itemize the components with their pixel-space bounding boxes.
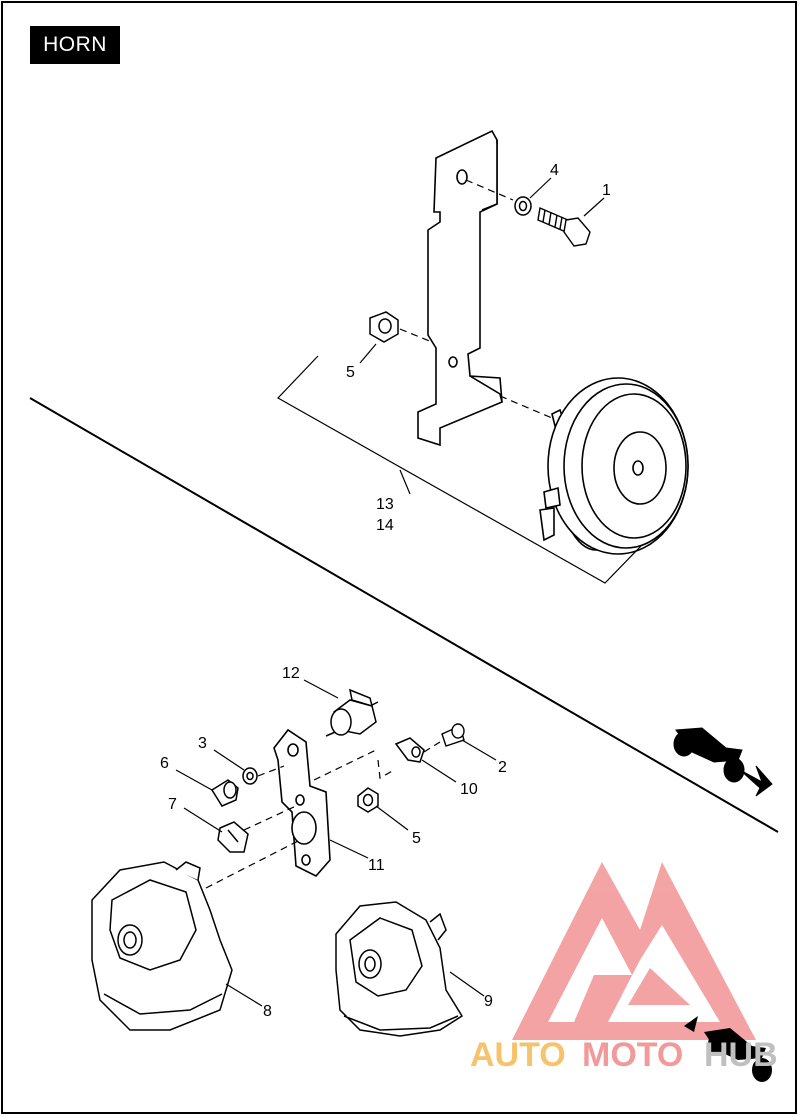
horn-bracket-11	[273, 728, 331, 877]
install-lines-lower	[205, 741, 441, 889]
callout-4: 4	[550, 162, 559, 179]
callout-9: 9	[484, 993, 493, 1010]
leader-lines	[175, 177, 605, 1007]
bolt-1	[537, 207, 591, 247]
washer-4	[514, 196, 532, 216]
assembly-outline	[277, 355, 643, 584]
acorn-nut-6	[210, 779, 239, 807]
callout-10: 10	[460, 781, 478, 798]
callout-13: 13	[376, 496, 394, 513]
horn-9	[335, 901, 464, 1037]
nut-5-upper	[369, 311, 399, 343]
watermark-text-auto: AUTO	[470, 1036, 566, 1074]
front-direction-icon	[673, 727, 773, 797]
watermark-text: AUTO MOTO HUB	[470, 1036, 778, 1074]
screw-2	[441, 723, 465, 747]
section-divider	[29, 397, 779, 833]
watermark-motorcycle-icon	[684, 1016, 772, 1082]
isolator-12	[325, 688, 379, 737]
callout-5-upper: 5	[346, 364, 355, 381]
install-lines-upper	[399, 179, 553, 419]
callout-2: 2	[498, 759, 507, 776]
clip-10	[394, 737, 425, 763]
horn-bracket-upper	[417, 129, 503, 447]
callout-1: 1	[602, 182, 611, 199]
callout-3: 3	[198, 735, 207, 752]
watermark-text-hub: HUB	[704, 1036, 778, 1074]
washer-3	[242, 767, 258, 785]
callout-14: 14	[376, 517, 394, 534]
callout-12: 12	[282, 665, 300, 682]
watermark-text-moto: MOTO	[582, 1036, 683, 1074]
callout-8: 8	[263, 1003, 272, 1020]
callout-5-lower: 5	[412, 830, 421, 847]
callout-6: 6	[160, 755, 169, 772]
disc-horn	[539, 377, 689, 555]
horn-8	[91, 861, 233, 1031]
diagram-title: HORN	[30, 26, 120, 64]
callout-7: 7	[168, 796, 177, 813]
clip-7	[217, 821, 249, 853]
watermark-logo	[512, 862, 756, 1040]
callout-11: 11	[368, 857, 385, 874]
nut-5-lower	[357, 787, 379, 813]
